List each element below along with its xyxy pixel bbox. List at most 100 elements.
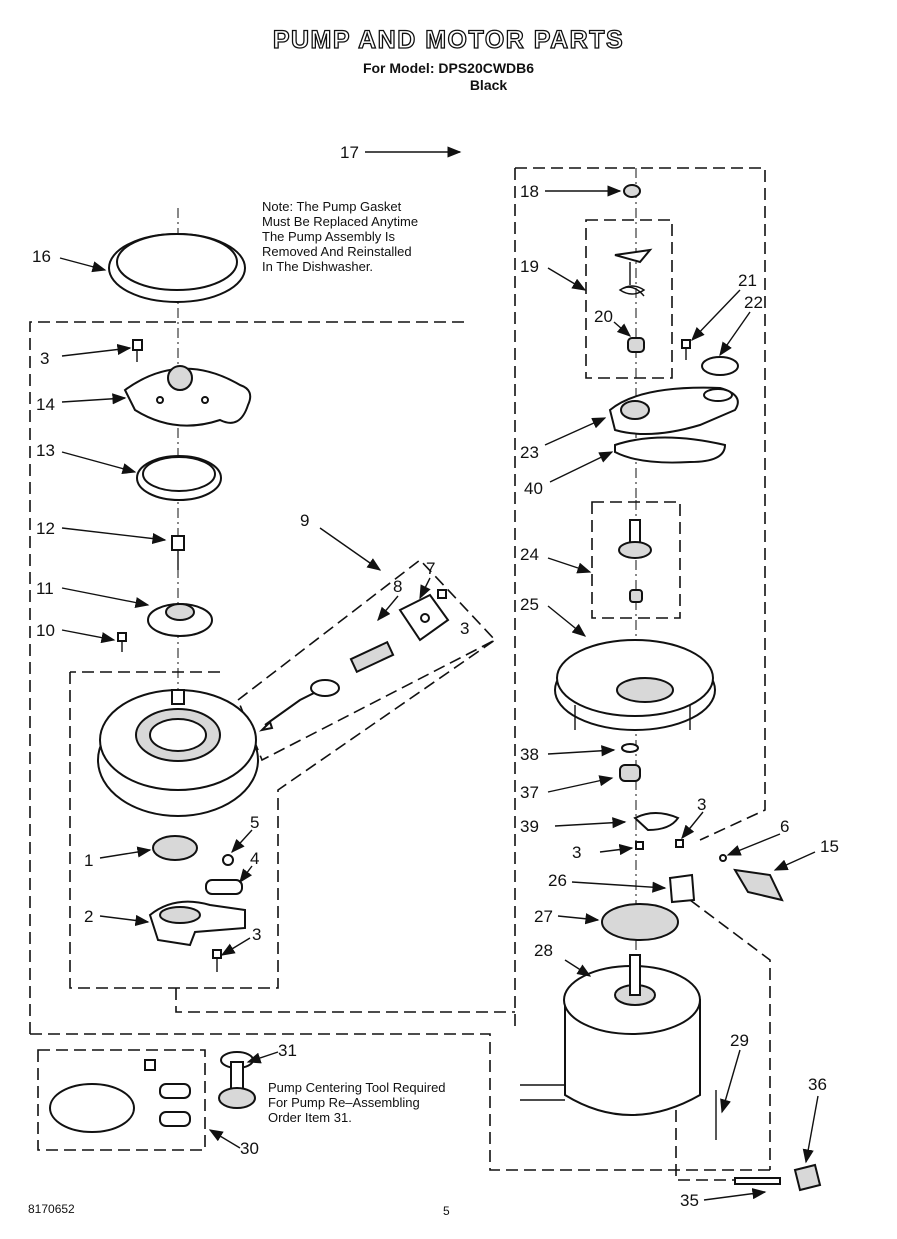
callout-31: 31 (278, 1041, 297, 1060)
bracket-26 (668, 873, 696, 904)
callout-6: 6 (780, 817, 789, 836)
assembly-boundaries (29, 167, 771, 1181)
pump-gasket-16 (108, 233, 246, 303)
seal-ring-13 (136, 455, 222, 501)
callout-13: 13 (36, 441, 55, 460)
tool-note-line: Order Item 31. (268, 1110, 352, 1125)
model-subtitle: For Model: DPS20CWDB6 (362, 60, 535, 76)
cover-23 (608, 386, 739, 435)
plate-39 (633, 812, 680, 832)
callout-28: 28 (534, 941, 553, 960)
plug-20 (627, 337, 645, 353)
callout-3: 3 (252, 925, 261, 944)
callout-22: 22 (744, 293, 763, 312)
motor-assembly-boundary (514, 167, 766, 1030)
pump-housing (97, 689, 259, 817)
page-title: PUMP AND MOTOR PARTS (272, 25, 625, 54)
callout-12: 12 (36, 519, 55, 538)
document-number: 8170652 (28, 1202, 75, 1216)
gasket-note-line: Note: The Pump Gasket (262, 199, 402, 214)
callout-8: 8 (393, 577, 402, 596)
callout-30: 30 (240, 1139, 259, 1158)
callout-9: 9 (300, 511, 309, 530)
hose-6-15 (719, 854, 784, 902)
callout-15: 15 (820, 837, 839, 856)
callout-14: 14 (36, 395, 55, 414)
callout-19: 19 (520, 257, 539, 276)
part-24-group-box (591, 501, 681, 619)
callout-25: 25 (520, 595, 539, 614)
screw-10 (117, 632, 127, 652)
gasket-40 (614, 436, 727, 464)
gasket-4 (205, 879, 243, 895)
callout-18: 18 (520, 182, 539, 201)
callout-35: 35 (680, 1191, 699, 1210)
callout-40: 40 (524, 479, 543, 498)
callout-20: 20 (594, 307, 613, 326)
tool-note: Pump Centering Tool Required For Pump Re… (268, 1080, 446, 1125)
callout-5: 5 (250, 813, 259, 832)
screws-3-motor (635, 839, 684, 850)
washer-27 (601, 903, 679, 941)
tool-note-line: For Pump Re–Assembling (268, 1095, 420, 1110)
pump-cover-14 (123, 365, 252, 427)
gasket-note: Note: The Pump Gasket Must Be Replaced A… (262, 199, 418, 274)
callout-3: 3 (40, 349, 49, 368)
callout-16: 16 (32, 247, 51, 266)
motor-wire-boundary (689, 899, 771, 1170)
callout-numbers: 17 18 16 19 21 22 20 3 14 23 13 40 12 9 … (32, 143, 839, 1210)
fitting-37 (619, 764, 641, 782)
screw-21 (681, 339, 691, 360)
part-30-kit-box (37, 1049, 206, 1151)
color-subtitle: Black (469, 77, 508, 93)
callout-7: 7 (426, 559, 435, 578)
leader-arrows (59, 146, 819, 1201)
part-35 (734, 1177, 781, 1185)
bracket-7 (398, 593, 450, 642)
spring-assembly-19 (614, 248, 653, 297)
callout-29: 29 (730, 1031, 749, 1050)
callout-1: 1 (84, 851, 93, 870)
gasket-note-line: In The Dishwasher. (262, 259, 374, 274)
callout-21: 21 (738, 271, 757, 290)
callout-3: 3 (697, 795, 706, 814)
callout-11: 11 (36, 579, 54, 598)
kit-30-contents (49, 1059, 191, 1133)
o-ring-22 (701, 356, 739, 376)
pump-assembly-boundary-lower (30, 1033, 770, 1171)
gasket-note-line: Removed And Reinstalled (262, 244, 412, 259)
gasket-note-line: Must Be Replaced Anytime (262, 214, 419, 229)
callout-4: 4 (250, 849, 259, 868)
tool-note-line: Pump Centering Tool Required (268, 1080, 446, 1095)
callout-2: 2 (84, 907, 93, 926)
callout-27: 27 (534, 907, 553, 926)
callout-3: 3 (572, 843, 581, 862)
pump-base-2 (148, 900, 246, 947)
screw-3-upper (132, 339, 143, 362)
callout-23: 23 (520, 443, 539, 462)
callout-10: 10 (36, 621, 55, 640)
pump-assembly-boundary (29, 321, 470, 1034)
centering-tool-31 (218, 1051, 256, 1109)
motor-mount-25 (554, 639, 716, 731)
callout-17: 17 (340, 143, 359, 162)
callout-26: 26 (548, 871, 567, 890)
motor-bracket-boundary (675, 1110, 740, 1181)
part-19-group-box (585, 219, 673, 379)
impeller-11 (147, 603, 213, 637)
pump-lower-boundary (175, 988, 515, 1013)
callout-39: 39 (520, 817, 539, 836)
screw-3-right (437, 589, 447, 599)
callout-24: 24 (520, 545, 539, 564)
callout-37: 37 (520, 783, 539, 802)
filter-screen-1 (152, 835, 198, 861)
callout-38: 38 (520, 745, 539, 764)
shaft-seal-24 (618, 519, 652, 603)
callout-3: 3 (460, 619, 469, 638)
gasket-note-line: The Pump Assembly Is (262, 229, 395, 244)
motor-28 (520, 954, 701, 1116)
page-number: 5 (443, 1204, 450, 1218)
nut-18 (623, 184, 641, 198)
o-ring-5 (222, 854, 234, 866)
